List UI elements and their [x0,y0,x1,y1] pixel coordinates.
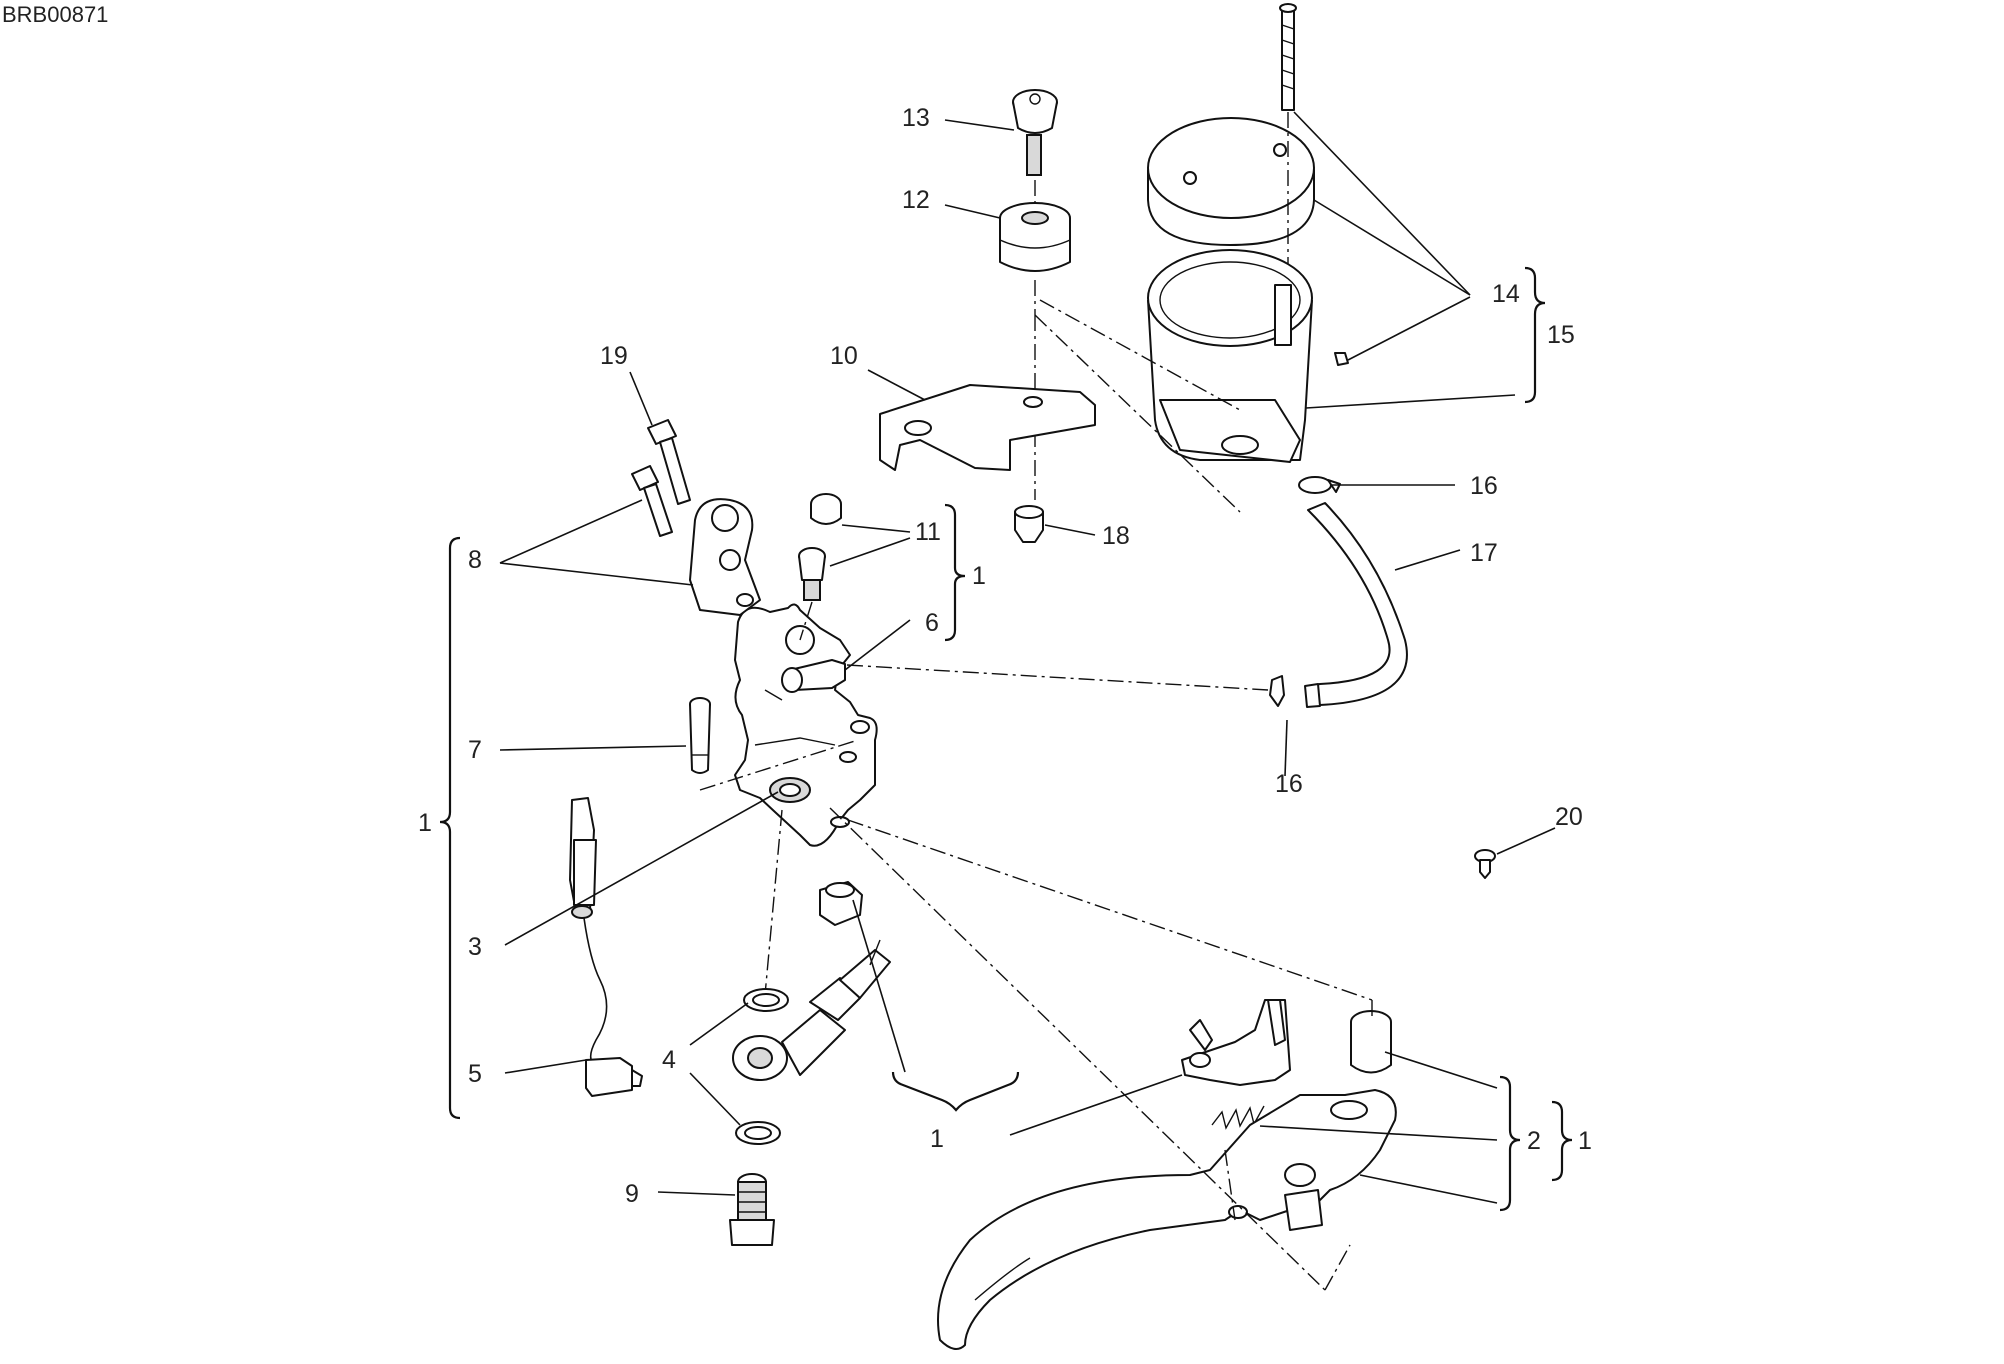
callout-14: 14 [1492,280,1520,308]
lever-adjuster-bracket [1181,999,1291,1086]
bolt-13 [1012,89,1058,176]
callout-5: 5 [468,1060,482,1088]
callout-8: 8 [468,546,482,574]
reservoir-cap [1147,117,1315,246]
bushing-2 [1350,1010,1392,1074]
braces [439,266,1573,1212]
callout-9: 9 [625,1180,639,1208]
callout-1-group-11: 1 [972,562,986,590]
callout-16-bottom: 16 [1275,770,1303,798]
bolt-19-b [631,465,673,537]
hose-17-end [1304,683,1321,708]
clamp-16-top [1298,476,1341,494]
hose-17 [1307,502,1408,707]
dust-cap-11 [810,493,842,525]
bracket-10 [879,384,1096,471]
callout-1-lever: 1 [930,1125,944,1153]
master-cylinder-body [734,603,878,847]
pin-7 [689,697,711,774]
callout-4: 4 [662,1046,676,1074]
clamp-16-bottom [1269,675,1285,707]
washer-4-bottom [735,1121,781,1145]
callout-1-group-2: 1 [1578,1127,1592,1155]
callout-15: 15 [1547,321,1575,349]
reservoir-screw [1279,3,1297,111]
callout-6: 6 [925,609,939,637]
callout-19: 19 [600,342,628,370]
reservoir-clip [1334,352,1349,366]
reservoir-body [1039,249,1313,463]
callout-17: 17 [1470,539,1498,567]
callout-labels: 13 12 14 15 16 17 18 10 19 8 11 1 6 7 1 … [418,104,1592,1208]
callout-13: 13 [902,104,930,132]
brake-lever-2 [937,1089,1397,1350]
callout-10: 10 [830,342,858,370]
bleed-nipple-6 [781,659,846,693]
drawing-code: BRB00871 [2,2,109,27]
banjo-bolt-9 [729,1173,775,1246]
clamp-8 [689,498,761,616]
callout-20: 20 [1555,803,1583,831]
callout-2: 2 [1527,1127,1541,1155]
washer-4-top [743,988,789,1012]
nut-18 [1014,505,1044,543]
rubber-grommet-12 [999,202,1071,272]
spring [1211,1105,1265,1130]
callout-12: 12 [902,186,930,214]
callout-11: 11 [915,518,941,546]
brake-light-switch-5 [569,797,643,1097]
callout-18: 18 [1102,522,1130,550]
callout-1-assembly: 1 [418,809,432,837]
bleed-screw-11 [798,547,826,601]
callout-3: 3 [468,933,482,961]
rivet-20 [1474,849,1496,879]
leader-lines [499,111,1556,1204]
lever-pivot-nut [819,881,863,926]
callout-16-top: 16 [1470,472,1498,500]
banjo-fitting-4 [732,939,891,1081]
callout-7: 7 [468,736,482,764]
bolt-19-a [647,419,691,505]
